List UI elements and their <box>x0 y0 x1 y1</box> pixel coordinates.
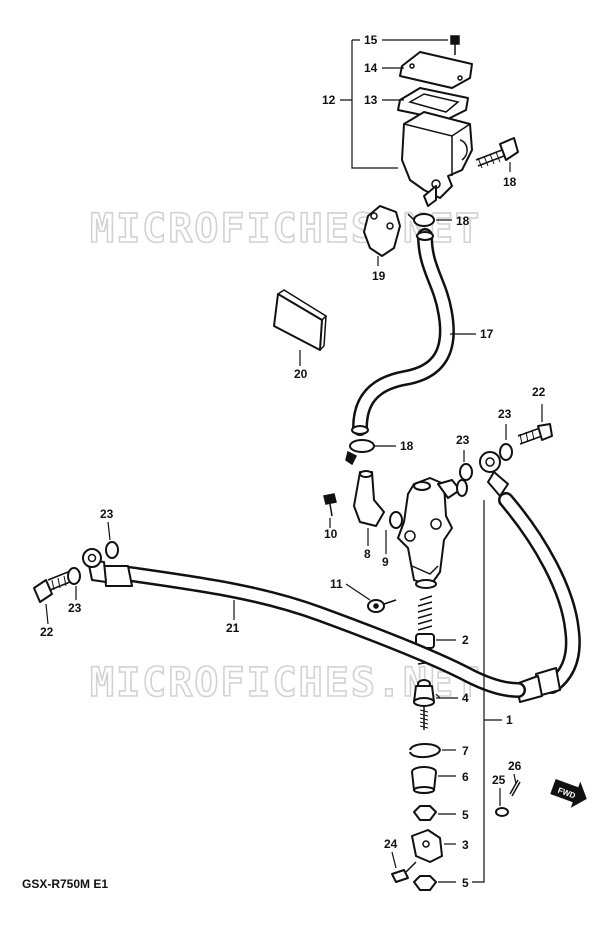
callout-7: 7 <box>462 744 469 758</box>
reservoir-cap-14 <box>399 51 473 89</box>
reservoir-body <box>401 111 473 199</box>
reservoir-group <box>397 35 519 207</box>
clevis-3 <box>411 829 443 863</box>
callout-12: 12 <box>322 93 336 107</box>
callout-5-lower: 5 <box>462 876 469 890</box>
union-bolt-22-left <box>33 571 71 603</box>
reservoir-hose-17 <box>351 228 455 436</box>
callout-22-right: 22 <box>532 385 546 399</box>
callout-labels: 15 14 13 12 18 18 19 17 20 18 22 23 23 1… <box>40 33 546 890</box>
callout-25: 25 <box>492 773 506 787</box>
washer-23-right-a <box>459 463 473 481</box>
callout-10: 10 <box>324 527 338 541</box>
callout-3: 3 <box>462 838 469 852</box>
nut-5-upper <box>413 805 437 821</box>
screw-11 <box>367 599 397 613</box>
union-bolt-22-right <box>517 423 553 445</box>
callout-24: 24 <box>384 837 398 851</box>
callout-20: 20 <box>294 367 308 381</box>
hose-clamp-18-upper <box>407 213 435 227</box>
push-rod-4 <box>413 679 435 730</box>
brake-hose-21 <box>82 548 526 698</box>
master-cylinder-body <box>397 477 468 589</box>
callout-18-c: 18 <box>400 439 414 453</box>
mount-bolt-18 <box>475 137 519 169</box>
callout-5-upper: 5 <box>462 808 469 822</box>
callout-4: 4 <box>462 691 469 705</box>
watermark-top: MICROFICHES.NET <box>90 206 481 252</box>
nut-5-lower <box>413 875 437 891</box>
front-direction-arrow: FWD <box>550 779 587 808</box>
callout-22-left: 22 <box>40 625 54 639</box>
callout-18-a: 18 <box>503 175 517 189</box>
callout-26: 26 <box>508 759 522 773</box>
washer-25 <box>495 807 509 817</box>
callout-18-b: 18 <box>456 214 470 228</box>
hose-clamp-18-lower <box>345 439 375 466</box>
callout-17: 17 <box>480 327 494 341</box>
boot-6 <box>411 766 437 794</box>
callout-11: 11 <box>330 577 343 591</box>
screw-10 <box>323 493 337 517</box>
callout-1: 1 <box>506 713 513 727</box>
callout-23-left-a: 23 <box>100 507 114 521</box>
hose-connector-8 <box>353 470 385 527</box>
caution-label-20 <box>273 289 328 351</box>
callout-2: 2 <box>462 633 469 647</box>
callout-21: 21 <box>226 621 240 635</box>
model-label: GSX-R750M E1 <box>22 877 108 891</box>
callout-14: 14 <box>364 61 378 75</box>
clevis-pin-24 <box>391 861 417 883</box>
callout-23-left-b: 23 <box>68 601 82 615</box>
brake-hose-right <box>479 451 581 703</box>
callout-19: 19 <box>372 269 386 283</box>
circlip-7 <box>409 743 441 758</box>
washer-23-left-b <box>67 567 81 585</box>
washer-23-right-b <box>499 443 513 461</box>
o-ring-9 <box>389 511 403 529</box>
cotter-pin-26 <box>509 779 521 797</box>
callout-9: 9 <box>382 555 389 569</box>
callout-6: 6 <box>462 770 469 784</box>
washer-23-left-a <box>105 541 119 559</box>
leader-lines <box>45 39 543 883</box>
callout-15: 15 <box>364 33 378 47</box>
callout-23-right-a: 23 <box>456 433 470 447</box>
callout-13: 13 <box>364 93 378 107</box>
callout-8: 8 <box>364 547 371 561</box>
cap-screw-15 <box>450 35 460 55</box>
diaphragm-13 <box>397 87 469 121</box>
callout-23-right-b: 23 <box>498 407 512 421</box>
